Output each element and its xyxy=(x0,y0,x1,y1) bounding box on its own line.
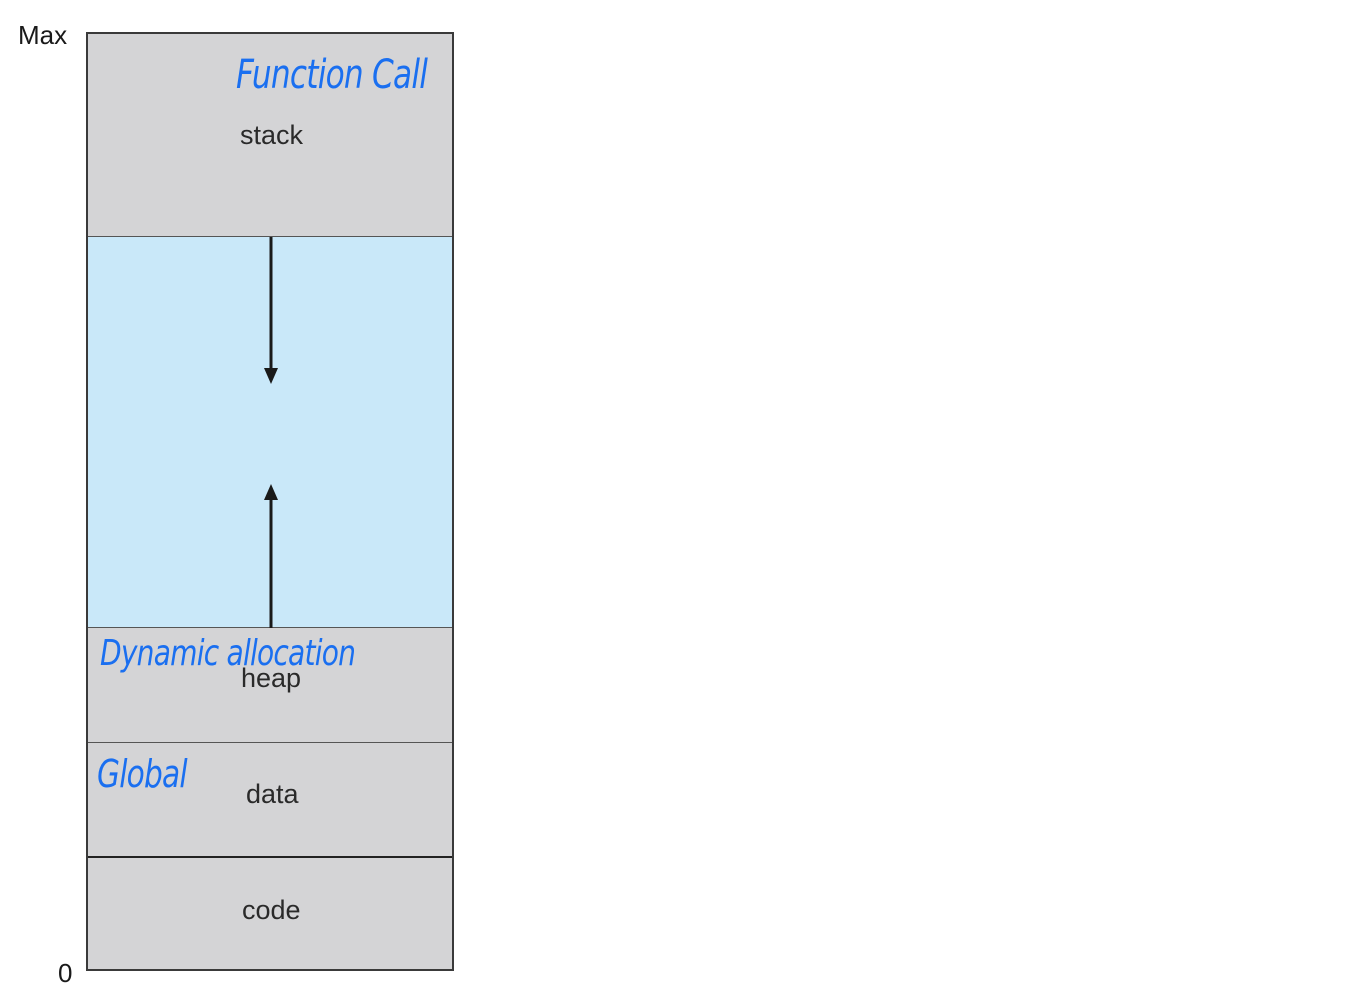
function-call-annotation: Function Call xyxy=(236,52,428,98)
axis-max-label: Max xyxy=(18,20,68,50)
code-segment: code xyxy=(88,858,452,969)
stack-label: stack xyxy=(240,120,304,150)
global-annotation: Global xyxy=(97,752,188,796)
data-segment: data xyxy=(88,743,452,858)
heap-segment: heap xyxy=(88,628,452,743)
growth-arrows xyxy=(264,237,278,628)
code-label: code xyxy=(242,895,301,925)
data-label: data xyxy=(246,779,299,809)
process-memory-block: stack heap data code xyxy=(86,32,454,971)
heap-growth-arrow xyxy=(264,484,278,628)
heap-label: heap xyxy=(241,663,302,693)
axis-min-label: 0 xyxy=(58,958,73,988)
stack-segment: stack xyxy=(88,34,452,237)
dynamic-allocation-annotation: Dynamic allocation xyxy=(100,633,356,674)
stack-growth-arrow xyxy=(264,237,278,384)
